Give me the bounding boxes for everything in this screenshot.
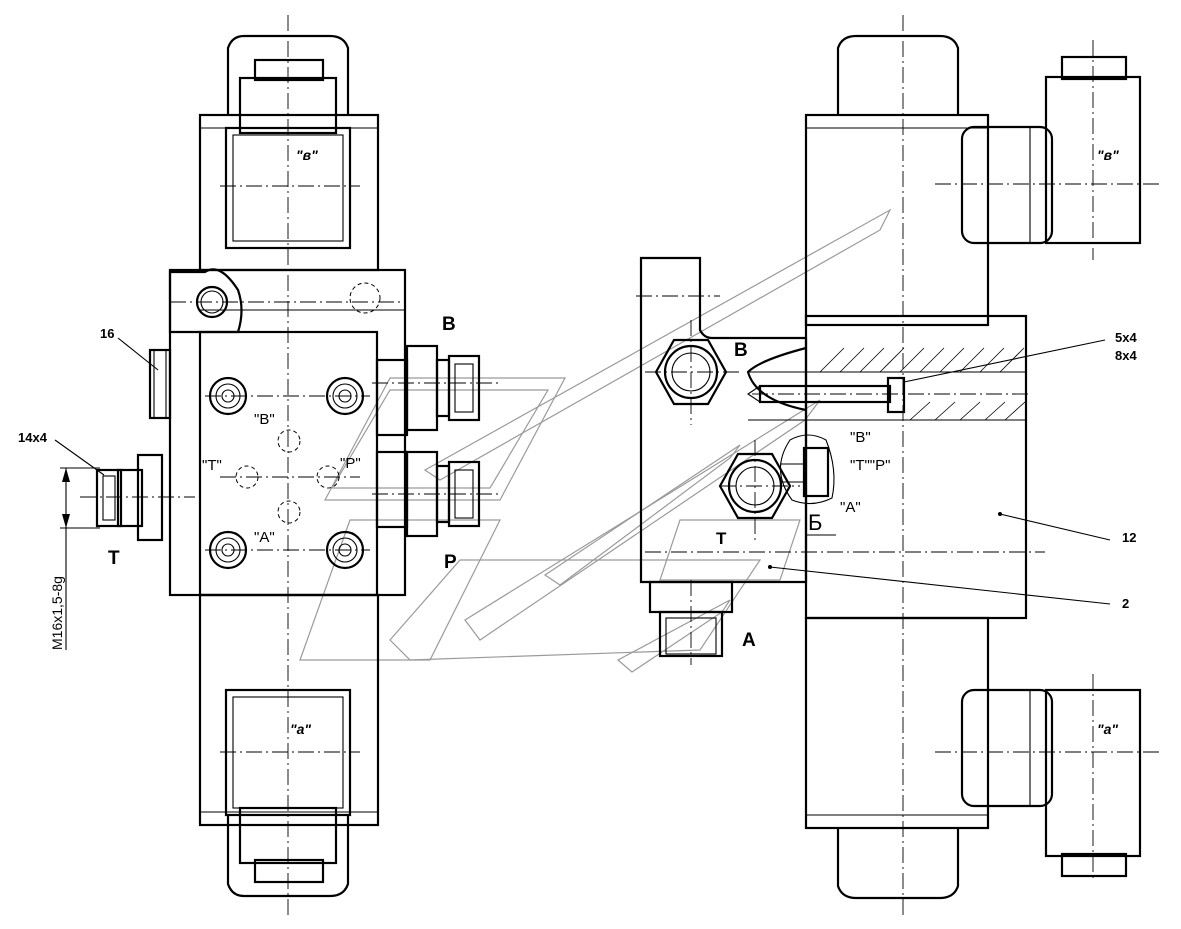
right-inner-A-label: "А" [840,499,861,516]
section-B-label: Б [808,510,822,535]
right-port-A-label: А [742,630,756,651]
right-top-solenoid-label: "в" [1097,147,1119,163]
right-port-T-label: Т [716,529,727,548]
thread-spec-label: М16х1,5-8g [49,576,65,650]
right-inner-B-label: "В" [850,429,871,446]
left-top-solenoid-label: "в" [296,147,318,163]
callout-16: 16 [100,326,114,341]
left-inner-A-label: "А" [254,529,275,546]
left-port-T-label: Т [108,548,120,569]
ring-8x4-label: 8х4 [1115,348,1137,363]
left-fitting-B [375,344,481,437]
left-inner-T-label: "Т" [202,457,222,474]
left-port-B-label: В [442,314,456,335]
callout-14x4: 14х4 [18,430,48,445]
left-inner-B-label: "В" [254,411,275,428]
callout-2: 2 [1122,596,1129,611]
ring-5x4-label: 5х4 [1115,330,1137,345]
right-inner-TP-label: "Т""Р" [850,457,890,474]
left-bottom-solenoid [198,593,380,898]
left-top-solenoid [198,34,380,272]
left-bottom-solenoid-label: "а" [290,721,311,737]
labels: "в" "а" В Р Т "В" "Т" "Р" "А" 16 14х4 М1… [18,147,1137,737]
right-manifold-block [639,256,808,658]
left-inner-P-label: "Р" [340,455,361,472]
section-cut [746,346,1026,536]
right-view [636,15,1160,915]
callout-12: 12 [1122,530,1136,545]
right-valve-body [804,113,1028,830]
right-bottom-solenoid-label: "а" [1097,721,1118,737]
thread-dimension [60,467,100,650]
right-port-B-label: В [734,340,748,361]
left-view [54,15,500,915]
left-port-P-label: Р [444,552,457,573]
watermark-logo [299,208,892,673]
